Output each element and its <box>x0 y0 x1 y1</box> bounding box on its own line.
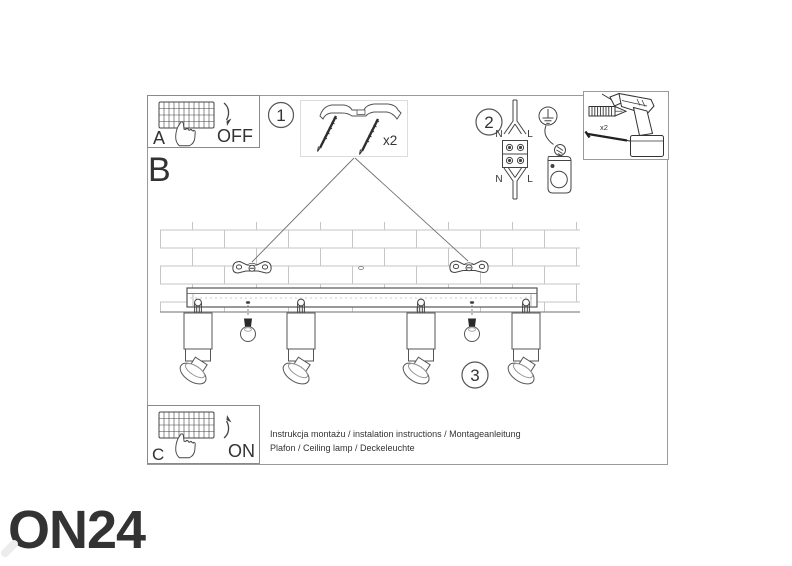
step-2-badge <box>475 108 503 136</box>
section-c-label: C <box>152 445 164 464</box>
section-a-label: A <box>153 128 165 148</box>
screw-icon <box>317 115 380 155</box>
bracket-qty-label: x2 <box>383 133 397 148</box>
mounting-bracket-icon <box>319 103 402 120</box>
step-3-group: 3 <box>461 361 489 389</box>
bulb-icon <box>464 305 480 342</box>
wall-bracket-left <box>232 260 272 274</box>
switch-off-label: OFF <box>217 126 253 146</box>
step-3-number: 3 <box>470 366 479 385</box>
sheet-frame <box>147 95 668 465</box>
wire-l-top-label: L <box>527 129 533 140</box>
pressing-hand-icon <box>175 433 196 459</box>
rail-hole <box>245 301 251 304</box>
assembly-guide-lines <box>251 157 469 263</box>
bulb-icons <box>240 305 480 342</box>
wire-l-bottom-label: L <box>527 174 533 185</box>
step-1-number: 1 <box>276 106 285 125</box>
mounting-rail <box>186 287 538 308</box>
panel-switch-on: C ON <box>147 405 260 464</box>
step-2-group: 2 N L N L <box>475 99 572 200</box>
watermark-text: ON24 <box>8 500 146 560</box>
terminal-block <box>502 99 528 200</box>
cordless-drill-icon <box>601 92 664 157</box>
rail-hole <box>469 301 475 304</box>
spotlight <box>507 312 541 385</box>
panel-switch-off: A OFF <box>147 95 260 148</box>
earth-ground-icon <box>538 106 558 126</box>
pressing-hand-icon <box>175 121 196 147</box>
footer-line-2: Plafon / Ceiling lamp / Deckeleuchte <box>270 443 415 453</box>
cable-clamp-icon <box>544 125 572 194</box>
wall-mark <box>358 266 364 270</box>
footer-line-1: Instrukcja montażu / instalation instruc… <box>270 429 521 439</box>
step-3-badge <box>461 361 489 389</box>
section-b-label: B <box>148 151 171 189</box>
spotlights <box>179 312 541 385</box>
spotlight <box>179 312 213 385</box>
rocker-switch-icon <box>158 411 215 439</box>
step-2-number: 2 <box>484 113 493 132</box>
step-1-group: 1 x2 <box>267 100 408 157</box>
magnifier-o-logo <box>1 540 18 557</box>
spotlight <box>402 312 436 385</box>
wall-bracket-right <box>449 260 489 274</box>
wall-plug-icon <box>588 105 628 117</box>
curved-arrow-up-icon <box>223 415 232 439</box>
curved-arrow-down-icon <box>223 102 232 126</box>
switch-on-label: ON <box>228 441 255 461</box>
wire-n-top-label: N <box>495 129 502 140</box>
wire-n-bottom-label: N <box>495 174 502 185</box>
wall-plug-qty-label: x2 <box>600 123 608 132</box>
bulb-icon <box>240 305 256 342</box>
footer: Instrukcja montażu / instalation instruc… <box>270 429 521 453</box>
watermark: ON24 <box>1 500 147 560</box>
rocker-switch-icon <box>158 101 215 129</box>
rail-pins <box>194 298 530 317</box>
step-1-badge <box>267 101 295 129</box>
spotlight <box>282 312 316 385</box>
parts-box: x2 <box>583 91 669 160</box>
